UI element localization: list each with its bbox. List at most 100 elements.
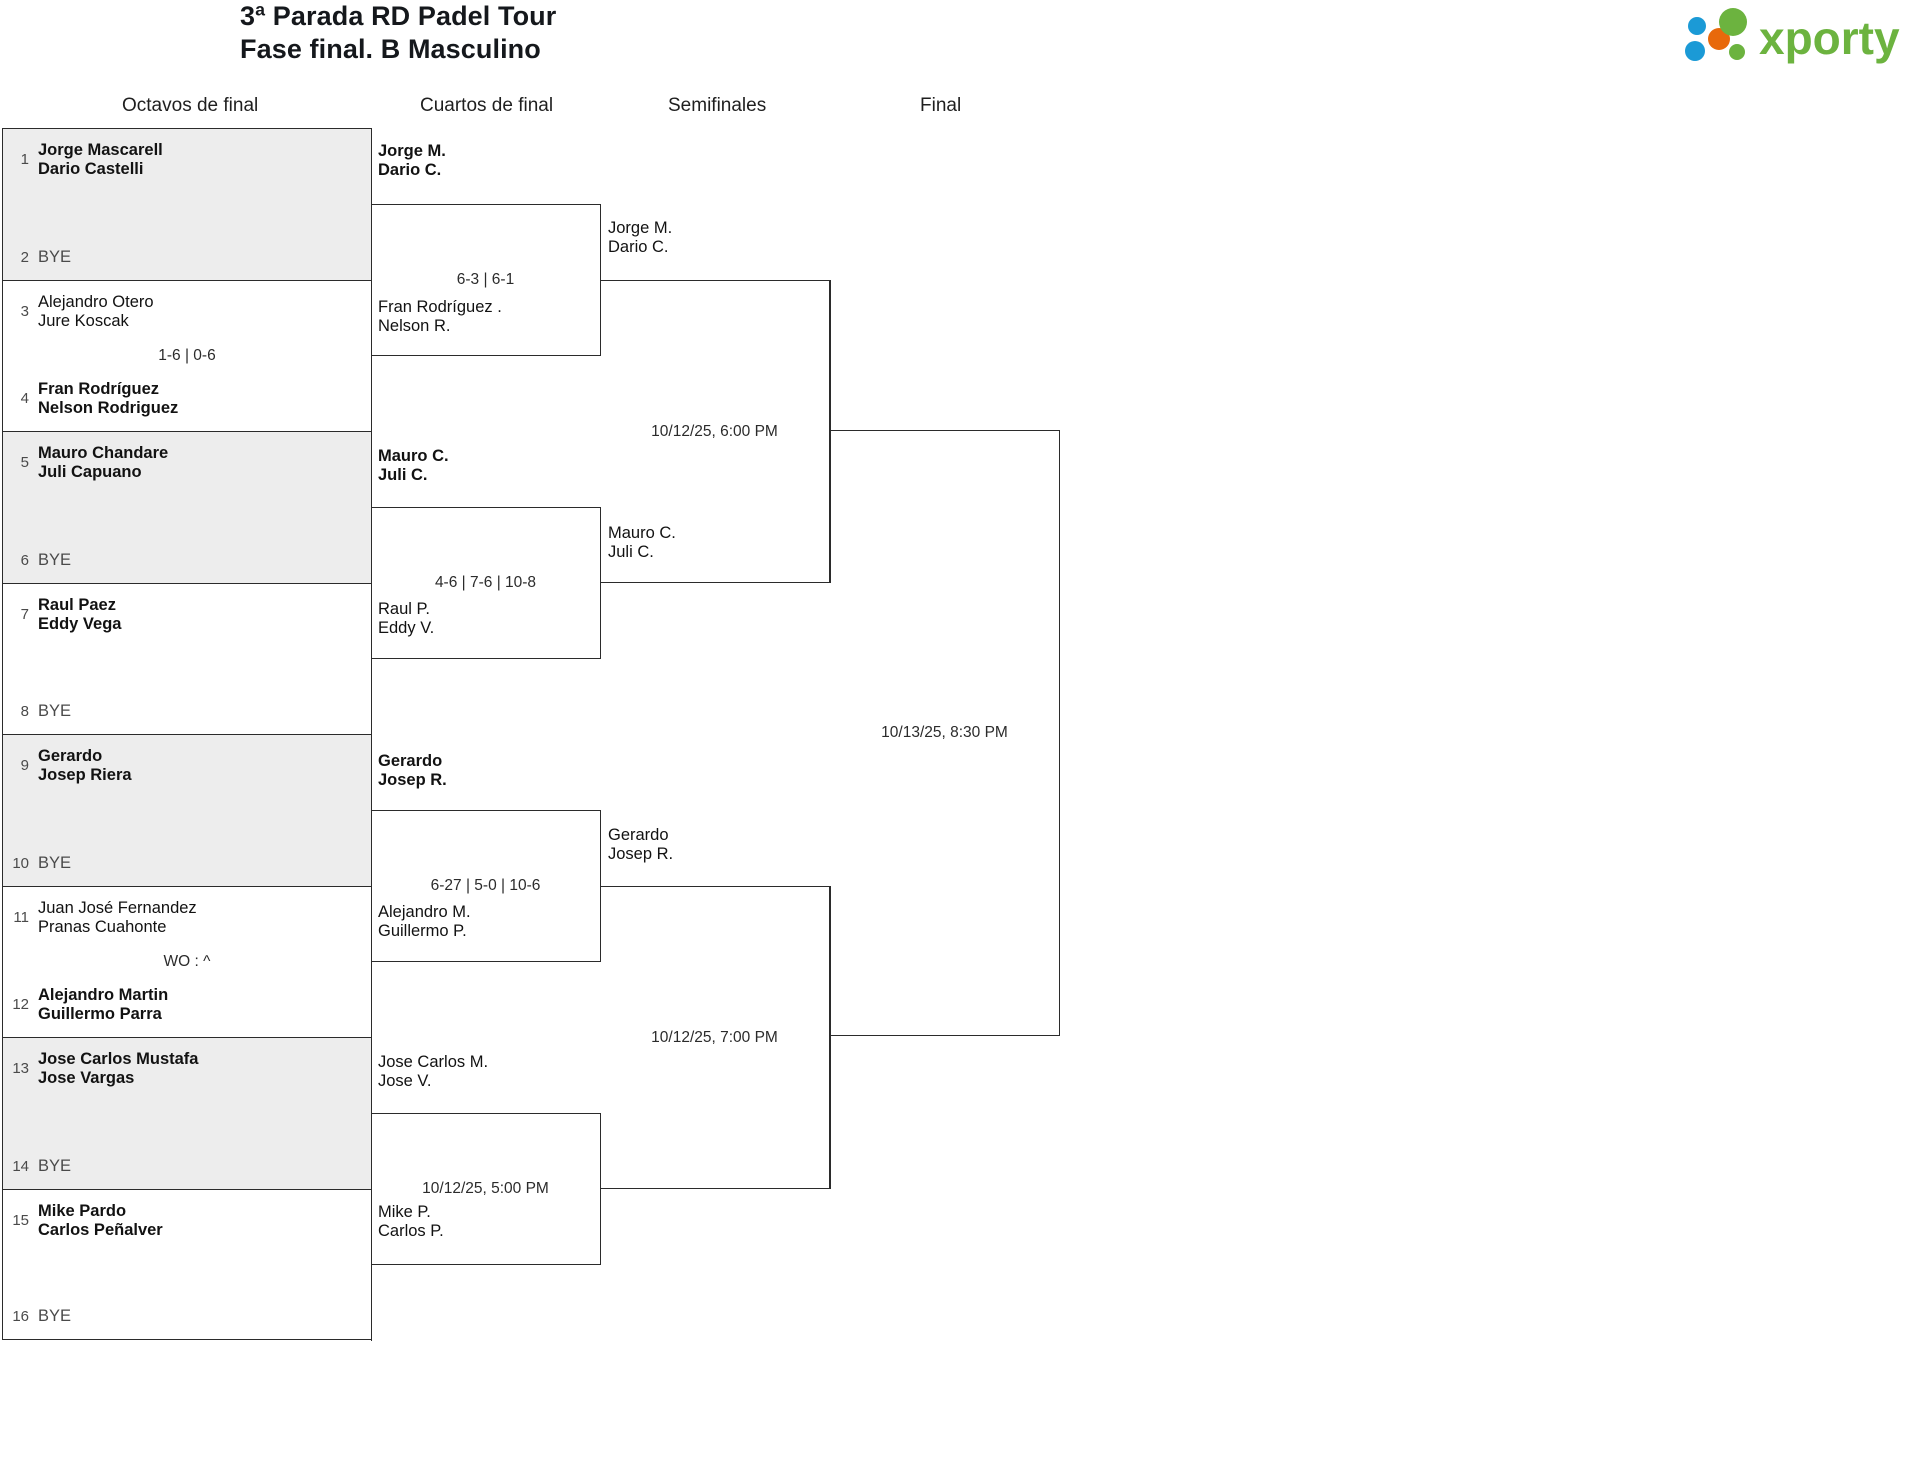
player-names: Jose Carlos Mustafa Jose Vargas — [38, 1050, 199, 1087]
r3-match-1-box[interactable]: 10/12/25, 6:00 PM — [600, 280, 830, 583]
bye-label: BYE — [38, 1156, 72, 1175]
round-heading-cuartos: Cuartos de final — [420, 95, 554, 116]
r1-m4-top[interactable]: 7 Raul Paez Eddy Vega — [3, 596, 371, 634]
player-names: Alejandro Otero Jure Koscak — [38, 292, 154, 330]
xporty-logo[interactable]: xporty — [1685, 8, 1900, 64]
bye-label: BYE — [38, 1307, 72, 1325]
r1-m2-top[interactable]: 3 Alejandro Otero Jure Koscak — [3, 293, 371, 331]
player-names: Jorge Mascarell Dario Castelli — [38, 141, 163, 178]
r1-m6-top[interactable]: 11 Juan José Fernandez Pranas Cuahonte — [3, 899, 371, 937]
r2-stub-2b — [371, 583, 372, 735]
r2-m1-score: 6-3 | 6-1 — [456, 271, 515, 288]
seed-number: 15 — [12, 1211, 29, 1229]
r1-m5-bottom[interactable]: 10 BYE — [3, 854, 371, 873]
seed-number: 13 — [12, 1060, 29, 1077]
final-match-box[interactable]: 10/13/25, 8:30 PM — [830, 430, 1060, 1036]
r4-stub-b — [830, 886, 831, 1189]
r2-m2-score: 4-6 | 7-6 | 10-8 — [434, 574, 537, 591]
r3-m1-top-names: Jorge M. Dario C. — [608, 219, 673, 256]
r1-m3-top[interactable]: 5 Mauro Chandare Juli Capuano — [3, 444, 371, 482]
final-score: 10/13/25, 8:30 PM — [881, 724, 1008, 741]
seed-number: 4 — [20, 390, 29, 407]
r1-match-6[interactable]: 11 Juan José Fernandez Pranas Cuahonte W… — [2, 885, 372, 1037]
r1-m7-bottom[interactable]: 14 BYE — [3, 1157, 371, 1176]
seed-number: 12 — [12, 996, 29, 1013]
r1-match-1[interactable]: 1 Jorge Mascarell Dario Castelli 2 BYE — [2, 128, 372, 280]
r1-m8-bottom[interactable]: 16 BYE — [3, 1307, 371, 1326]
round-heading-final: Final — [920, 95, 962, 116]
seed-number: 10 — [12, 854, 29, 872]
player-names: Alejandro Martin Guillermo Parra — [38, 986, 169, 1023]
r3-stub-1b — [600, 507, 601, 659]
r2-match-3-box[interactable]: 6-27 | 5-0 | 10-6 — [371, 810, 601, 962]
r2-m4-top-names: Jose Carlos M. Jose V. — [378, 1053, 489, 1090]
seed-number: 14 — [12, 1157, 29, 1175]
round-1-column: 1 Jorge Mascarell Dario Castelli 2 BYE 3… — [2, 128, 372, 1340]
seed-number: 9 — [20, 757, 29, 774]
r1-m1-top[interactable]: 1 Jorge Mascarell Dario Castelli — [3, 141, 371, 179]
r3-m2-score: 10/12/25, 7:00 PM — [651, 1028, 778, 1046]
r1-m5-top[interactable]: 9 Gerardo Josep Riera — [3, 747, 371, 785]
r3-stub-2b — [600, 1113, 601, 1265]
r3-match-2-box[interactable]: 10/12/25, 7:00 PM — [600, 886, 830, 1189]
r3-m2-top-names: Gerardo Josep R. — [608, 826, 674, 863]
r1-match-3[interactable]: 5 Mauro Chandare Juli Capuano 6 BYE — [2, 431, 372, 583]
r2-m2-bottom-names: Raul P. Eddy V. — [378, 600, 435, 637]
r2-m1-top-names: Jorge M. Dario C. — [378, 142, 446, 179]
r1-m1-bottom[interactable]: 2 BYE — [3, 248, 371, 267]
r1-match-8[interactable]: 15 Mike Pardo Carlos Peñalver 16 BYE — [2, 1188, 372, 1340]
r1-m2-bottom[interactable]: 4 Fran Rodríguez Nelson Rodriguez — [3, 380, 371, 418]
title-line-1: 3ª Parada RD Padel Tour — [240, 1, 557, 31]
svg-text:xporty: xporty — [1759, 12, 1900, 64]
seed-number: 1 — [20, 151, 29, 168]
bye-label: BYE — [38, 247, 72, 266]
r1-m8-top[interactable]: 15 Mike Pardo Carlos Peñalver — [3, 1202, 371, 1240]
round-heading-semifinales: Semifinales — [668, 95, 767, 116]
r2-m3-bottom-names: Alejandro M. Guillermo P. — [378, 903, 471, 940]
r2-m4-score: 10/12/25, 5:00 PM — [422, 1180, 549, 1197]
r2-stub-1b — [371, 280, 372, 432]
player-names: Mauro Chandare Juli Capuano — [38, 444, 169, 481]
bye-label: BYE — [38, 853, 72, 872]
r3-m1-score: 10/12/25, 6:00 PM — [651, 422, 778, 440]
r2-m3-score: 6-27 | 5-0 | 10-6 — [430, 877, 541, 894]
seed-number: 16 — [12, 1308, 29, 1325]
tournament-title: 3ª Parada RD Padel Tour Fase final. B Ma… — [240, 0, 1140, 66]
player-names: Raul Paez Eddy Vega — [38, 595, 122, 633]
r2-stub-4b — [371, 1189, 372, 1341]
r1-match-2[interactable]: 3 Alejandro Otero Jure Koscak 1-6 | 0-6 … — [2, 279, 372, 431]
r1-m6-score: WO : ^ — [163, 952, 211, 970]
r1-m3-bottom[interactable]: 6 BYE — [3, 551, 371, 570]
player-names: Mike Pardo Carlos Peñalver — [38, 1201, 163, 1239]
r4-stub-a — [830, 280, 831, 583]
seed-number: 5 — [20, 454, 29, 471]
r1-match-7[interactable]: 13 Jose Carlos Mustafa Jose Vargas 14 BY… — [2, 1037, 372, 1189]
r1-m6-bottom[interactable]: 12 Alejandro Martin Guillermo Parra — [3, 986, 371, 1024]
r2-stub-1a — [371, 128, 372, 204]
r2-match-4-box[interactable]: 10/12/25, 5:00 PM — [371, 1113, 601, 1265]
r2-m3-top-names: Gerardo Josep R. — [378, 752, 447, 789]
seed-number: 3 — [20, 302, 29, 320]
r2-m4-bottom-names: Mike P. Carlos P. — [378, 1203, 444, 1240]
seed-number: 6 — [20, 551, 29, 569]
round-heading-octavos: Octavos de final — [122, 95, 259, 116]
seed-number: 2 — [20, 248, 29, 266]
r1-m2-score: 1-6 | 0-6 — [158, 346, 216, 364]
r2-stub-3b — [371, 886, 372, 1038]
r1-match-5[interactable]: 9 Gerardo Josep Riera 10 BYE — [2, 734, 372, 886]
r1-m4-bottom[interactable]: 8 BYE — [3, 702, 371, 721]
seed-number: 7 — [20, 605, 29, 623]
bye-label: BYE — [38, 702, 72, 720]
title-line-2: Fase final. B Masculino — [240, 34, 541, 64]
r2-match-2-box[interactable]: 4-6 | 7-6 | 10-8 — [371, 507, 601, 659]
bye-label: BYE — [38, 550, 72, 569]
seed-number: 8 — [20, 703, 29, 720]
r1-match-4[interactable]: 7 Raul Paez Eddy Vega 8 BYE — [2, 582, 372, 734]
r2-m2-top-names: Mauro C. Juli C. — [378, 447, 449, 484]
r1-m7-top[interactable]: 13 Jose Carlos Mustafa Jose Vargas — [3, 1050, 371, 1088]
r2-m1-bottom-names: Fran Rodríguez . Nelson R. — [378, 298, 502, 335]
r2-match-1-box[interactable]: 6-3 | 6-1 — [371, 204, 601, 356]
seed-number: 11 — [13, 908, 29, 926]
r3-m1-bottom-names: Mauro C. Juli C. — [608, 524, 676, 561]
